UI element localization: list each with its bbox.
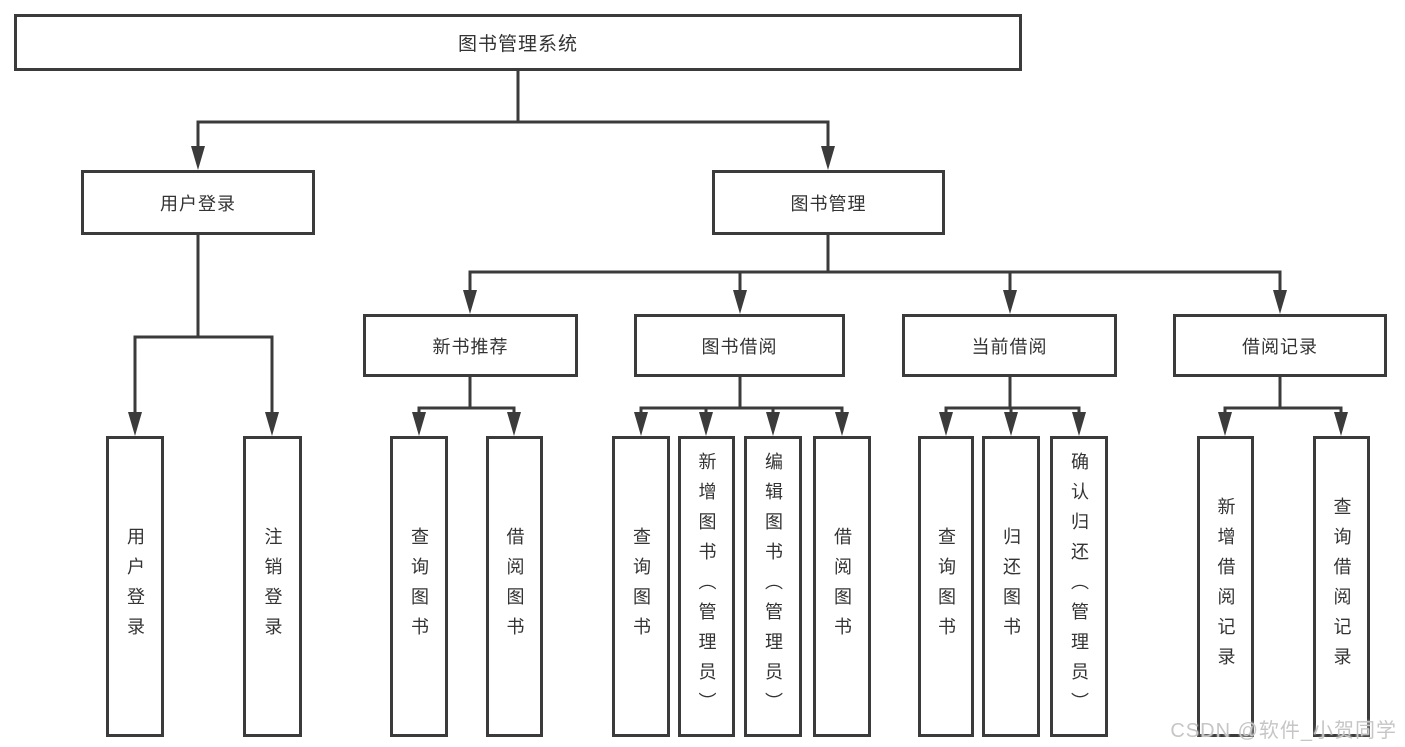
- csdn-watermark: CSDN @软件_小贺同学: [1170, 720, 1397, 742]
- leaf-query-borrow-record: 查询借阅记录: [1313, 436, 1370, 737]
- connector-new-book-to-children: [412, 375, 521, 436]
- arrowhead: [265, 412, 279, 436]
- arrowhead: [766, 412, 780, 436]
- connector-borrowing-records-to-children: [1218, 375, 1348, 436]
- node-label: 借阅记录: [1242, 336, 1318, 357]
- node-label: 借阅图书: [504, 526, 525, 647]
- node-label: 注销登录: [262, 526, 283, 647]
- connector-book-borrowing-to-children: [634, 375, 849, 436]
- arrowhead: [733, 290, 747, 314]
- connector-line: [417, 375, 516, 418]
- connector-book-management-to-level3: [463, 233, 1287, 314]
- node-label: 用户登录: [160, 193, 236, 214]
- node-user-login: 用户登录: [81, 170, 315, 235]
- node-current-borrowing: 当前借阅: [902, 314, 1117, 377]
- node-label: 查询借阅记录: [1331, 496, 1352, 677]
- leaf-borrow-books-borrowing: 借阅图书: [813, 436, 871, 737]
- node-label: 借阅图书: [832, 526, 852, 647]
- arrowhead: [835, 412, 849, 436]
- connector-line: [1223, 375, 1343, 418]
- node-book-management: 图书管理: [712, 170, 945, 235]
- arrowhead: [1003, 290, 1017, 314]
- arrowhead: [412, 412, 426, 436]
- arrowhead: [699, 412, 713, 436]
- connector-user-login-to-children: [128, 233, 279, 436]
- node-label: 新增借阅记录: [1215, 496, 1236, 677]
- arrowhead: [1273, 290, 1287, 314]
- connector-line: [944, 375, 1081, 418]
- connector-current-borrowing-to-children: [939, 375, 1086, 436]
- arrowhead: [1334, 412, 1348, 436]
- connector-line: [639, 375, 844, 418]
- leaf-return-books: 归还图书: [982, 436, 1040, 737]
- node-label: 查询图书: [631, 526, 651, 647]
- leaf-borrow-books-new-book: 借阅图书: [486, 436, 543, 737]
- node-label: 图书管理: [790, 193, 867, 214]
- connector-root-to-level2: [191, 69, 835, 170]
- node-borrowing-records: 借阅记录: [1173, 314, 1387, 377]
- node-label: 图书管理系统: [457, 34, 578, 55]
- arrowhead: [463, 290, 477, 314]
- connector-line: [133, 233, 274, 418]
- arrowhead: [939, 412, 953, 436]
- node-label: 归还图书: [1001, 526, 1021, 647]
- node-library-management-system: 图书管理系统: [14, 14, 1022, 71]
- arrowhead: [1072, 412, 1086, 436]
- node-label: 新书推荐: [432, 336, 509, 357]
- leaf-edit-books-admin: 编辑图书（管理员）: [744, 436, 802, 737]
- node-label: 图书借阅: [701, 336, 778, 357]
- connector-line: [468, 233, 1282, 296]
- leaf-add-books-admin: 新增图书（管理员）: [678, 436, 735, 737]
- connector-line: [196, 69, 830, 152]
- leaf-query-books-new-book: 查询图书: [390, 436, 448, 737]
- leaf-logout-login: 注销登录: [243, 436, 302, 737]
- leaf-query-books-borrowing: 查询图书: [612, 436, 670, 737]
- leaf-confirm-return-admin: 确认归还（管理员）: [1050, 436, 1108, 737]
- arrowhead: [507, 412, 521, 436]
- node-label: 用户登录: [125, 526, 145, 647]
- node-label: 查询图书: [936, 526, 956, 647]
- arrowhead: [191, 146, 205, 170]
- node-label: 编辑图书（管理员）: [763, 451, 783, 722]
- node-label: 新增图书（管理员）: [696, 451, 717, 722]
- leaf-add-borrow-record: 新增借阅记录: [1197, 436, 1254, 737]
- arrowhead: [1004, 412, 1018, 436]
- node-label: 确认归还（管理员）: [1069, 451, 1089, 722]
- leaf-user-login: 用户登录: [106, 436, 164, 737]
- arrowhead: [1218, 412, 1232, 436]
- node-label: 当前借阅: [971, 336, 1048, 357]
- leaf-query-books-current: 查询图书: [918, 436, 974, 737]
- node-book-borrowing: 图书借阅: [634, 314, 845, 377]
- arrowhead: [128, 412, 142, 436]
- arrowhead: [634, 412, 648, 436]
- node-label: 查询图书: [409, 526, 429, 647]
- arrowhead: [821, 146, 835, 170]
- node-new-book-recommendation: 新书推荐: [363, 314, 578, 377]
